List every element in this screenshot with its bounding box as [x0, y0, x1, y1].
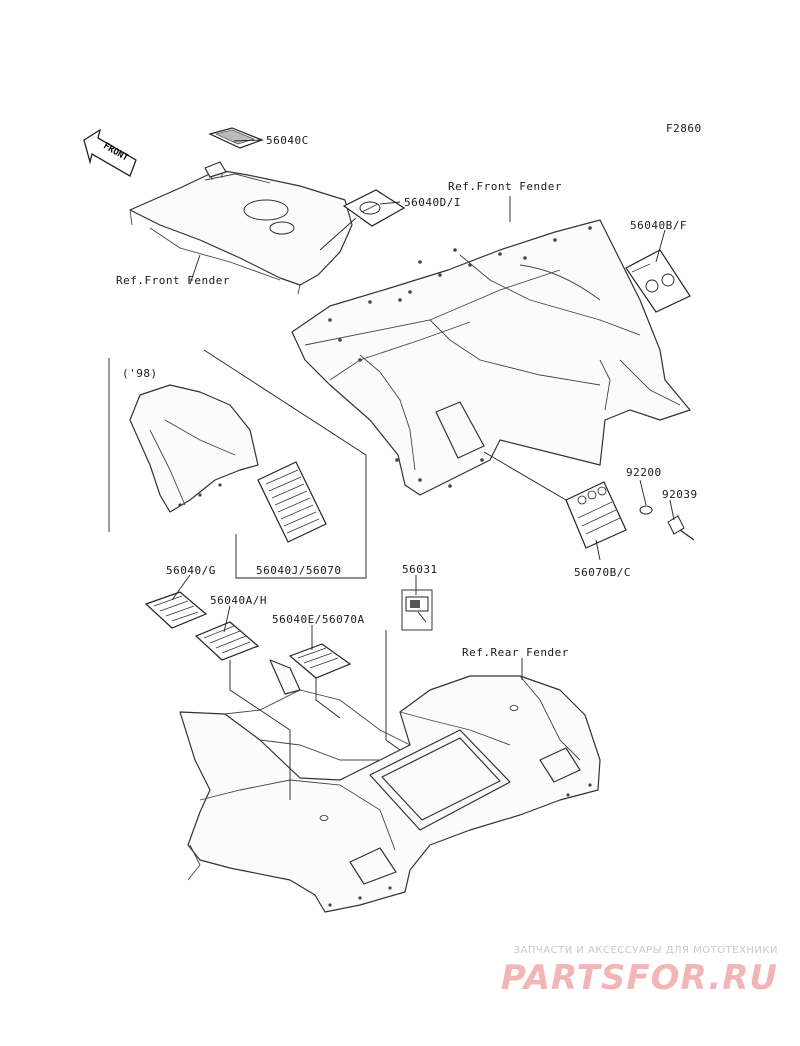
- bolt-92039: [667, 515, 695, 541]
- label-92200: 92200: [626, 466, 662, 479]
- front-fender-part: [291, 219, 691, 496]
- decal-56040BF: [625, 249, 691, 313]
- front-fender-center-part: [129, 161, 353, 295]
- fender-98-part: [129, 384, 259, 513]
- label-56040BF: 56040B/F: [630, 219, 687, 232]
- decal-56040C: [208, 127, 264, 149]
- decal-56040DI: [342, 189, 406, 227]
- watermark-logo: PARTSFOR.RU: [500, 958, 778, 998]
- label-56031: 56031: [402, 563, 438, 576]
- label-ref-front-fender-left: Ref.Front Fender: [116, 274, 230, 287]
- label-56040DI: 56040D/I: [404, 196, 461, 209]
- decal-56040J: [257, 461, 327, 543]
- label-year-98: ('98): [122, 367, 158, 380]
- watermark-tagline: ЗАПЧАСТИ И АКСЕССУАРЫ ДЛЯ МОТОТЕХНИКИ: [513, 945, 778, 956]
- label-56040J: 56040J/56070: [256, 564, 342, 577]
- washer-92200: [639, 505, 653, 515]
- label-ref-front-fender-top: Ref.Front Fender: [448, 180, 562, 193]
- leader-lines: [171, 139, 675, 800]
- label-56040E: 56040E/56070A: [272, 613, 365, 626]
- decal-56070BC: [565, 481, 627, 549]
- watermark: ЗАПЧАСТИ И АКСЕССУАРЫ ДЛЯ МОТОТЕХНИКИ PA…: [501, 945, 778, 998]
- decal-56040G: [144, 591, 208, 629]
- label-56040AH: 56040A/H: [210, 594, 267, 607]
- label-56070BC: 56070B/C: [574, 566, 631, 579]
- front-arrow-icon: FRONT: [83, 128, 137, 177]
- figure-code: F2860: [666, 122, 702, 135]
- group-bracket: [108, 349, 367, 579]
- label-92039: 92039: [662, 488, 698, 501]
- label-ref-rear-fender: Ref.Rear Fender: [462, 646, 569, 659]
- decal-56040AH: [194, 621, 260, 661]
- rear-fender-part: [179, 659, 601, 913]
- label-56040G: 56040/G: [166, 564, 216, 577]
- label-56040C: 56040C: [266, 134, 309, 147]
- decal-56031: [401, 589, 433, 631]
- decal-56040E: [288, 643, 352, 679]
